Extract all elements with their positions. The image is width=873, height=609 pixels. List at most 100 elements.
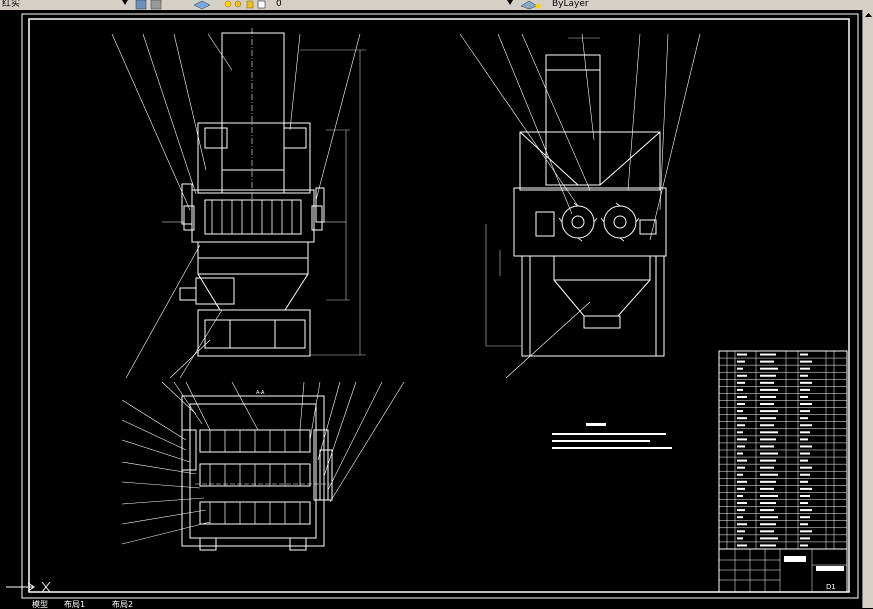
table-cell-text bbox=[800, 480, 808, 483]
table-cell-text bbox=[760, 452, 778, 455]
table-cell-text bbox=[760, 360, 774, 363]
table-cell-text bbox=[800, 367, 810, 370]
table-cell-text bbox=[737, 502, 747, 505]
lightbulb-icon[interactable] bbox=[224, 0, 232, 8]
table-cell-text bbox=[737, 438, 747, 441]
chevron-down-icon[interactable] bbox=[507, 0, 513, 5]
ucs-icon bbox=[6, 581, 51, 593]
tab-layout2[interactable]: 布局2 bbox=[112, 600, 134, 609]
table-cell-text bbox=[760, 388, 778, 391]
table-cell-text bbox=[760, 487, 774, 490]
table-cell-text bbox=[760, 403, 774, 406]
section-view-leaders bbox=[121, 381, 405, 545]
table-cell-text bbox=[760, 473, 778, 476]
current-layer-value[interactable]: 0 bbox=[276, 0, 282, 9]
table-cell-text bbox=[737, 523, 747, 526]
color-swatch-icon[interactable] bbox=[257, 0, 266, 9]
sun-icon[interactable] bbox=[234, 0, 242, 8]
table-cell-text bbox=[800, 353, 808, 356]
table-cell-text bbox=[760, 494, 778, 497]
table-cell-text bbox=[800, 431, 810, 434]
table-cell-text bbox=[737, 403, 745, 406]
table-cell-text bbox=[800, 487, 812, 490]
table-cell-text bbox=[737, 431, 743, 434]
table-cell-text bbox=[737, 509, 745, 512]
table-cell-text bbox=[800, 410, 810, 413]
chevron-down-icon[interactable] bbox=[122, 0, 128, 5]
table-cell-text bbox=[800, 452, 810, 455]
table-cell-text bbox=[760, 523, 776, 526]
table-cell-text bbox=[800, 445, 812, 448]
table-cell-text bbox=[800, 360, 812, 363]
table-cell-text bbox=[737, 480, 747, 483]
table-cell-text bbox=[800, 537, 810, 540]
table-cell-text bbox=[737, 537, 743, 540]
table-cell-text bbox=[800, 381, 812, 384]
title-block: D1 bbox=[718, 548, 848, 593]
table-cell-text bbox=[760, 537, 778, 540]
table-cell-text bbox=[800, 473, 810, 476]
table-cell-text bbox=[760, 353, 776, 356]
table-cell-text bbox=[760, 438, 776, 441]
table-cell-text bbox=[760, 417, 776, 420]
lock-icon[interactable] bbox=[246, 0, 254, 9]
technical-notes bbox=[552, 423, 672, 449]
table-cell-text bbox=[737, 360, 745, 363]
layer-properties-icon[interactable] bbox=[135, 0, 147, 10]
table-cell-text bbox=[800, 516, 810, 519]
linetype-dropdown[interactable]: ByLayer bbox=[552, 0, 589, 9]
section-view bbox=[181, 395, 333, 551]
table-cell-text bbox=[760, 502, 776, 505]
table-cell-text bbox=[800, 523, 808, 526]
make-current-layer-icon[interactable] bbox=[520, 0, 538, 10]
table-cell-text bbox=[800, 544, 808, 547]
table-cell-text bbox=[760, 509, 774, 512]
table-cell-text bbox=[800, 395, 808, 398]
section-label: A-A bbox=[256, 390, 265, 396]
tab-model[interactable]: 模型 bbox=[32, 600, 48, 609]
table-cell-text bbox=[737, 494, 743, 497]
layer-dropdown-text[interactable]: 红实 bbox=[2, 0, 21, 9]
table-cell-text bbox=[760, 374, 776, 377]
table-cell-text bbox=[760, 544, 776, 547]
table-cell-text bbox=[737, 473, 743, 476]
tab-layout1[interactable]: 布局1 bbox=[64, 600, 86, 609]
table-cell-text bbox=[760, 516, 778, 519]
table-cell-text bbox=[800, 502, 808, 505]
table-cell-text bbox=[737, 410, 743, 413]
table-cell-text bbox=[760, 466, 774, 469]
table-cell-text bbox=[737, 388, 743, 391]
table-cell-text bbox=[737, 424, 745, 427]
table-cell-text bbox=[737, 487, 745, 490]
canvas-background bbox=[0, 10, 862, 602]
sheet-frame bbox=[21, 13, 859, 599]
scroll-up-icon[interactable] bbox=[863, 10, 873, 20]
front-view-leaders bbox=[111, 33, 361, 379]
table-cell-text bbox=[737, 417, 747, 420]
table-cell-text bbox=[760, 410, 778, 413]
table-cell-text bbox=[737, 374, 747, 377]
table-cell-text bbox=[800, 509, 812, 512]
table-cell-text bbox=[737, 530, 745, 533]
table-cell-text bbox=[800, 424, 812, 427]
layer-state-icon[interactable] bbox=[535, 3, 541, 9]
side-view-leaders bbox=[459, 33, 701, 379]
table-cell-text bbox=[800, 374, 808, 377]
toolbar-icons-right bbox=[507, 0, 541, 10]
table-cell-text bbox=[737, 466, 745, 469]
table-cell-text bbox=[760, 424, 774, 427]
table-cell-text bbox=[737, 367, 743, 370]
layer-previous-icon[interactable] bbox=[150, 0, 162, 10]
table-cell-text bbox=[760, 381, 774, 384]
table-cell-text bbox=[760, 445, 774, 448]
table-cell-text bbox=[737, 452, 743, 455]
table-cell-text bbox=[737, 516, 743, 519]
layers-icon[interactable] bbox=[193, 0, 211, 10]
table-cell-text bbox=[800, 403, 812, 406]
drawing-canvas[interactable]: A-A D1 bbox=[0, 10, 862, 602]
front-view bbox=[162, 28, 366, 357]
table-cell-text bbox=[760, 395, 776, 398]
table-cell-text bbox=[800, 530, 812, 533]
table-cell-text bbox=[800, 417, 808, 420]
vertical-scrollbar[interactable] bbox=[862, 10, 873, 608]
